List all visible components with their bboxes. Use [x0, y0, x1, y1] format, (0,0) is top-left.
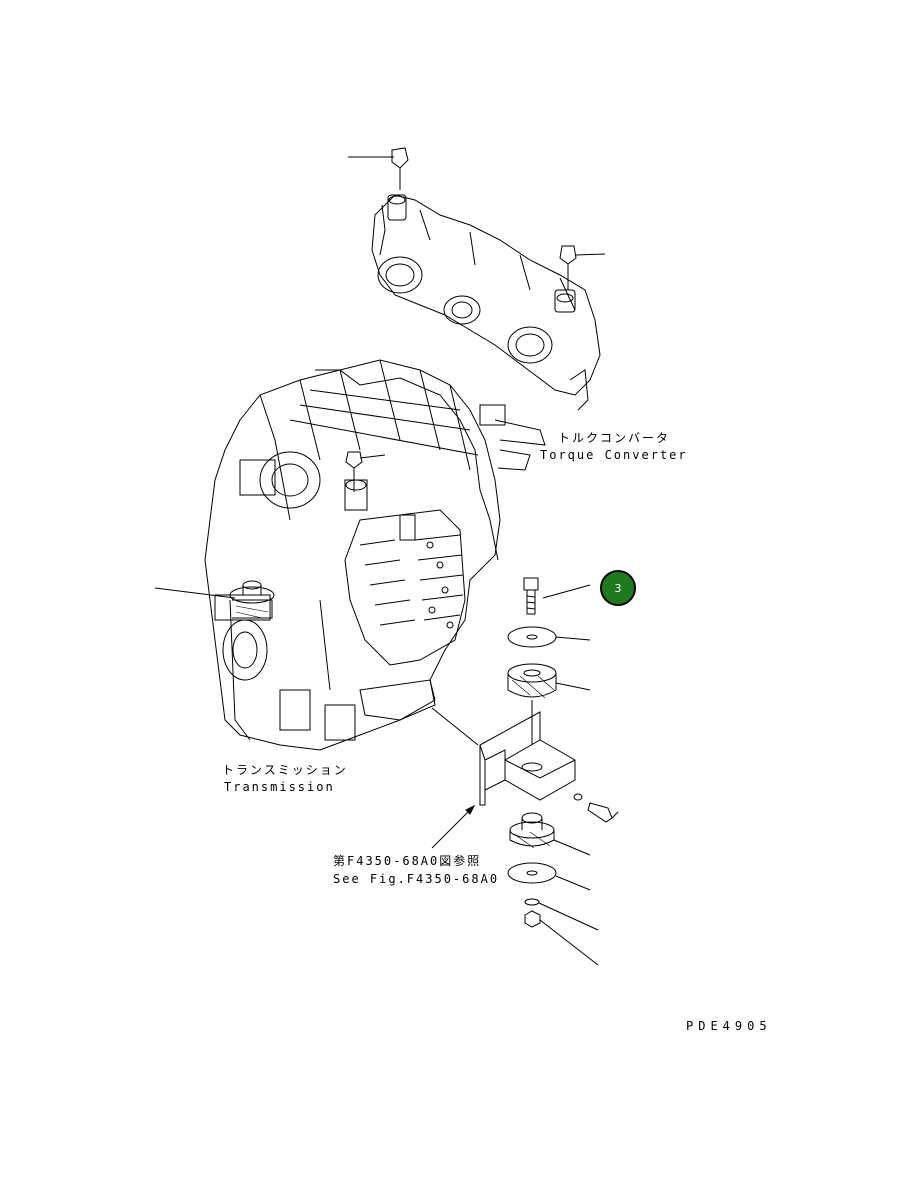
see-fig-label-en: See Fig.F4350-68A0	[333, 872, 500, 886]
mount-stack	[432, 578, 618, 965]
callout-badge[interactable]: 3	[600, 570, 636, 606]
see-fig-label-jp: 第F4350-68A0図参照	[333, 854, 482, 868]
torque-converter-label-en: Torque Converter	[540, 448, 688, 462]
transmission-label-jp: トランスミッション	[222, 763, 348, 777]
plug-parts	[346, 148, 576, 492]
torque-converter-drawing	[372, 195, 600, 410]
transmission-label-en: Transmission	[224, 780, 335, 794]
transmission-drawing	[205, 360, 545, 750]
leader-lines	[155, 157, 605, 598]
torque-converter-label-jp: トルクコンバータ	[558, 431, 671, 445]
callout-number: 3	[614, 581, 622, 595]
drawing-code: PDE4905	[686, 1019, 772, 1033]
